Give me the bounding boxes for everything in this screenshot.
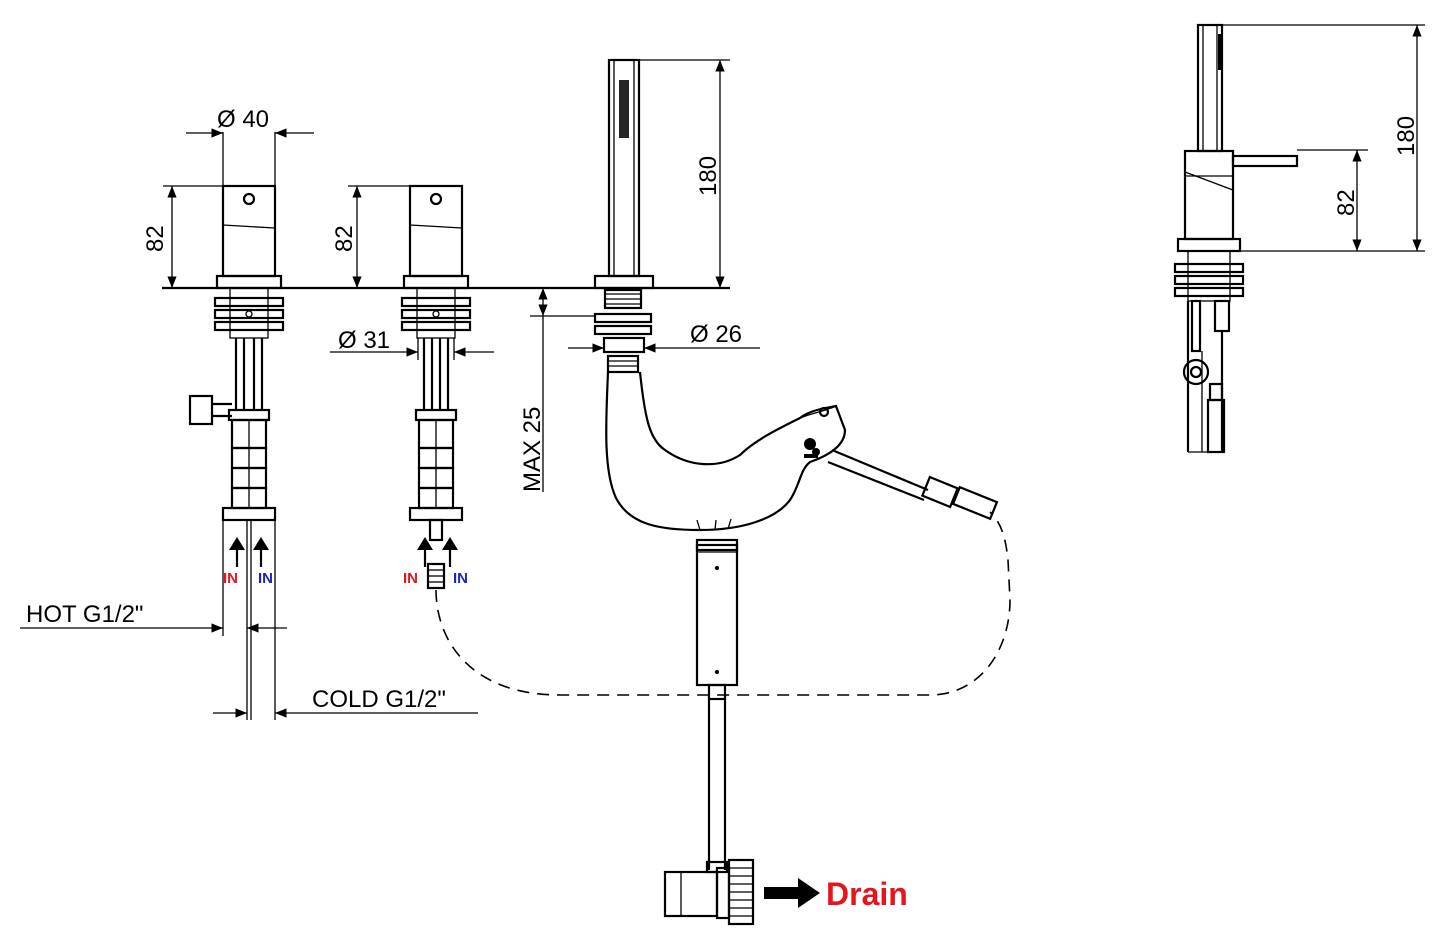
hot-mixer [188,184,285,522]
brand-logo-icon [804,438,820,458]
hot-in-label-blue: IN [258,570,273,587]
svg-text:MAX 25: MAX 25 [519,407,546,492]
svg-text:COLD G1/2": COLD G1/2" [312,686,446,713]
svg-text:HOT G1/2": HOT G1/2" [26,601,143,628]
shower-nozzles [619,80,629,138]
diverter-pipe [695,538,739,874]
cold-mixer [400,184,472,590]
shower-hose [827,448,999,521]
svg-text:82: 82 [142,225,169,252]
shower-hose-body [605,371,847,532]
svg-text:Ø 31: Ø 31 [338,327,390,354]
svg-text:180: 180 [1393,116,1420,156]
drain-valve [663,858,755,926]
hot-inlet-lines [222,520,276,720]
svg-text:82: 82 [331,225,358,252]
side-dim-82: 82 [1297,149,1368,251]
dim-82-left: 82 [142,185,223,288]
dim-hot-g12: HOT G1/2" [20,601,287,633]
dim-max-25: MAX 25 [519,288,595,492]
hose-loop-dashed [435,511,1011,696]
svg-text:Ø 40: Ø 40 [217,106,269,133]
svg-text:Ø 26: Ø 26 [690,321,742,348]
cold-in-arrows [417,537,458,567]
dim-dia-31: Ø 31 [330,327,494,360]
hot-in-label-red: IN [223,570,238,587]
dim-180-main: 180 [639,59,730,288]
cold-in-label-blue: IN [453,570,468,587]
hand-shower [593,58,655,290]
svg-text:180: 180 [695,156,722,196]
dim-dia-26: Ø 26 [568,321,760,353]
dim-82-mid: 82 [331,185,410,288]
dim-dia-40: Ø 40 [186,106,314,186]
drain-label: Drain [826,876,908,912]
cold-in-label-red: IN [403,570,418,587]
dim-cold-g12: COLD G1/2" [213,686,478,718]
shower-base-fitting [593,288,653,374]
side-dim-180: 180 [1222,24,1425,252]
hot-in-arrows [229,537,269,567]
drain-arrow-icon [764,878,820,908]
side-view [1173,23,1299,454]
svg-text:82: 82 [1333,189,1360,216]
